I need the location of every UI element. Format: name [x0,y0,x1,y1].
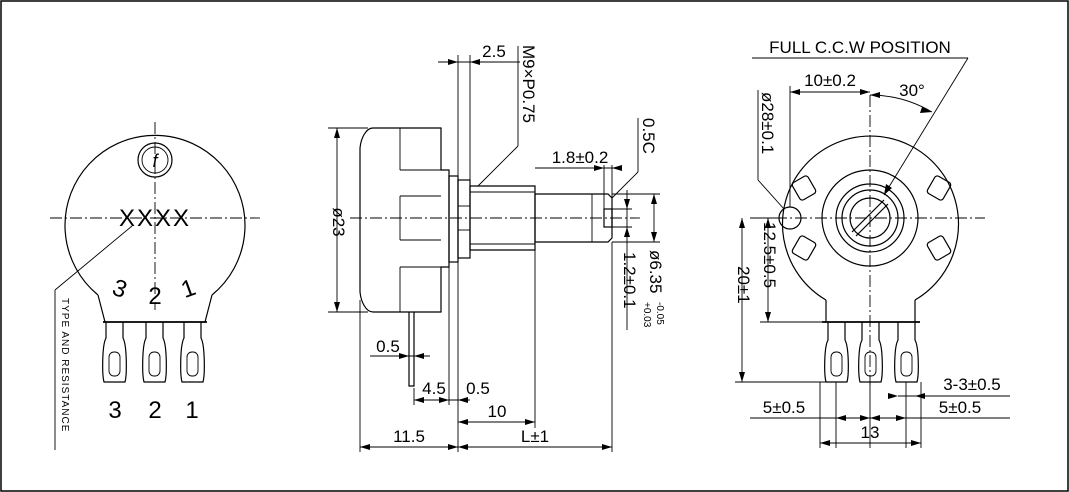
shaft-length-label: L±1 [521,427,549,446]
lug-window-bl [791,235,817,261]
bushing-flange [448,175,459,263]
nut-thickness-label: 2.5 [482,42,506,61]
rear-terminal-3 [824,322,849,383]
lug-window-tl [791,175,817,201]
pitch-right-label: 5±0.5 [939,398,981,417]
pin-label-3: 3 [108,397,121,424]
dim-4-5-label: 4.5 [422,379,446,398]
slot-depth-label: 1.2±0.1 [620,252,639,309]
side-view: ø23 2.5 M9×P0.75 1.8±0.2 0.5C 1.2±0.1 [328,42,665,452]
front-body-outline [64,134,246,296]
rear-terminal-1 [894,322,919,383]
logo-glyph: f [152,151,159,171]
front-terminal-3 [102,322,127,383]
flat-length-label: 1.8±0.2 [552,148,609,167]
body-pin-label-1: 1 [178,274,200,304]
dim-0-5-label: 0.5 [466,379,490,398]
shaft-tolerance-upper: +0.03 [641,302,652,328]
chamfer-label: 0.5C [639,118,658,154]
angle-label: 30° [899,81,925,100]
pitch-left-label: 5±0.5 [763,398,805,417]
thread-spec-label: M9×P0.75 [519,45,538,123]
thread-leader [477,145,519,187]
pin-label-1: 1 [185,397,198,424]
rear-body-outline [781,135,960,301]
body-depth-label: 11.5 [393,427,425,446]
body-pin-label-2: 2 [148,283,161,310]
terminal-offset-label: 0.5 [376,337,400,356]
span-13-label: 13 [861,423,880,442]
height-12-5-label: 12.5±0.5 [760,222,779,288]
full-ccw-title: FULL C.C.W POSITION [769,38,951,57]
lug-window-tr [926,175,952,201]
logo-seal [137,142,173,178]
rear-terminal-2 [858,322,883,383]
body-diameter-label: ø23 [329,207,348,236]
rear-view: FULL C.C.W POSITION 30° 10±0.2 ø28±0.1 1… [734,38,1010,448]
bushing-outer [821,169,919,267]
height-20-label: 20±1 [734,266,753,304]
dim-10-label: 10 [488,402,507,421]
front-terminal-2 [142,322,167,383]
ccw-leader [883,57,969,196]
lug-diameter-leader [757,179,785,210]
front-terminal-1 [180,322,205,383]
type-resistance-note: TYPE AND RESISTANCE [59,298,70,432]
width-10-label: 10±0.2 [804,71,856,90]
shaft-diameter-label: ø6.35 [646,250,665,293]
front-view: f XXXX 3 2 1 3 2 1 TYPE AND RESISTANCE [50,122,260,450]
side-body [359,127,450,313]
body-pin-label-3: 3 [109,274,131,304]
pin-label-2: 2 [148,397,161,424]
pin-dim-label: 3-3±0.5 [943,375,1001,394]
shaft-end [849,197,891,239]
side-terminal [408,312,415,387]
lug-diameter-label: ø28±0.1 [758,92,777,154]
marking-leader [54,225,133,291]
shaft [534,193,613,243]
shaft-tolerance-lower: -0.05 [654,302,665,325]
lug-window-br [926,235,952,261]
